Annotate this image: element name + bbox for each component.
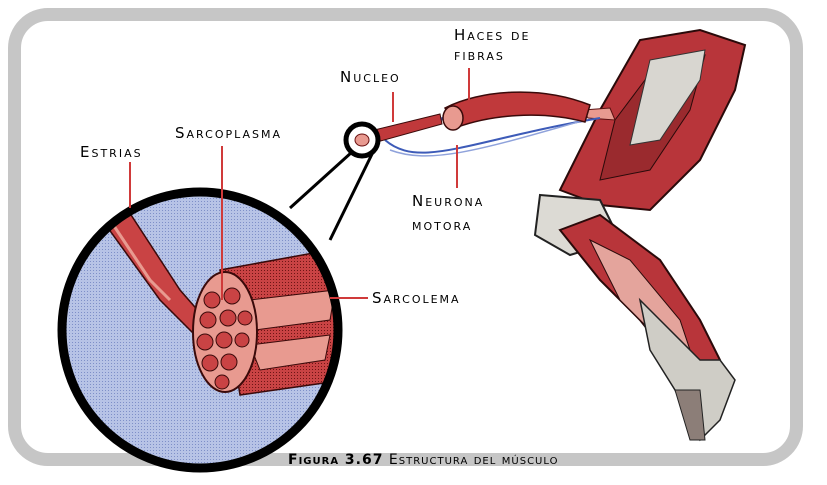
label-sarcoplasma: Sarcoplasma — [175, 124, 282, 142]
label-sarcolema: Sarcolema — [372, 289, 461, 307]
label-haces-line1: Haces de — [454, 26, 530, 44]
label-estrias: Estrias — [80, 143, 143, 161]
label-neurona-line1: Neurona — [412, 192, 484, 210]
leg-muscles-icon — [535, 30, 745, 440]
caption-number: Figura 3.67 — [288, 452, 383, 468]
figure-caption: Figura 3.67 Estructura del músculo — [288, 452, 558, 468]
large-magnifier-icon — [62, 192, 350, 468]
label-nucleo: Nucleo — [340, 68, 401, 86]
label-neurona-line2: motora — [412, 216, 472, 234]
caption-title: Estructura del músculo — [389, 452, 559, 468]
label-haces-line2: fibras — [454, 46, 505, 64]
fiber-bundle-icon — [362, 92, 590, 145]
